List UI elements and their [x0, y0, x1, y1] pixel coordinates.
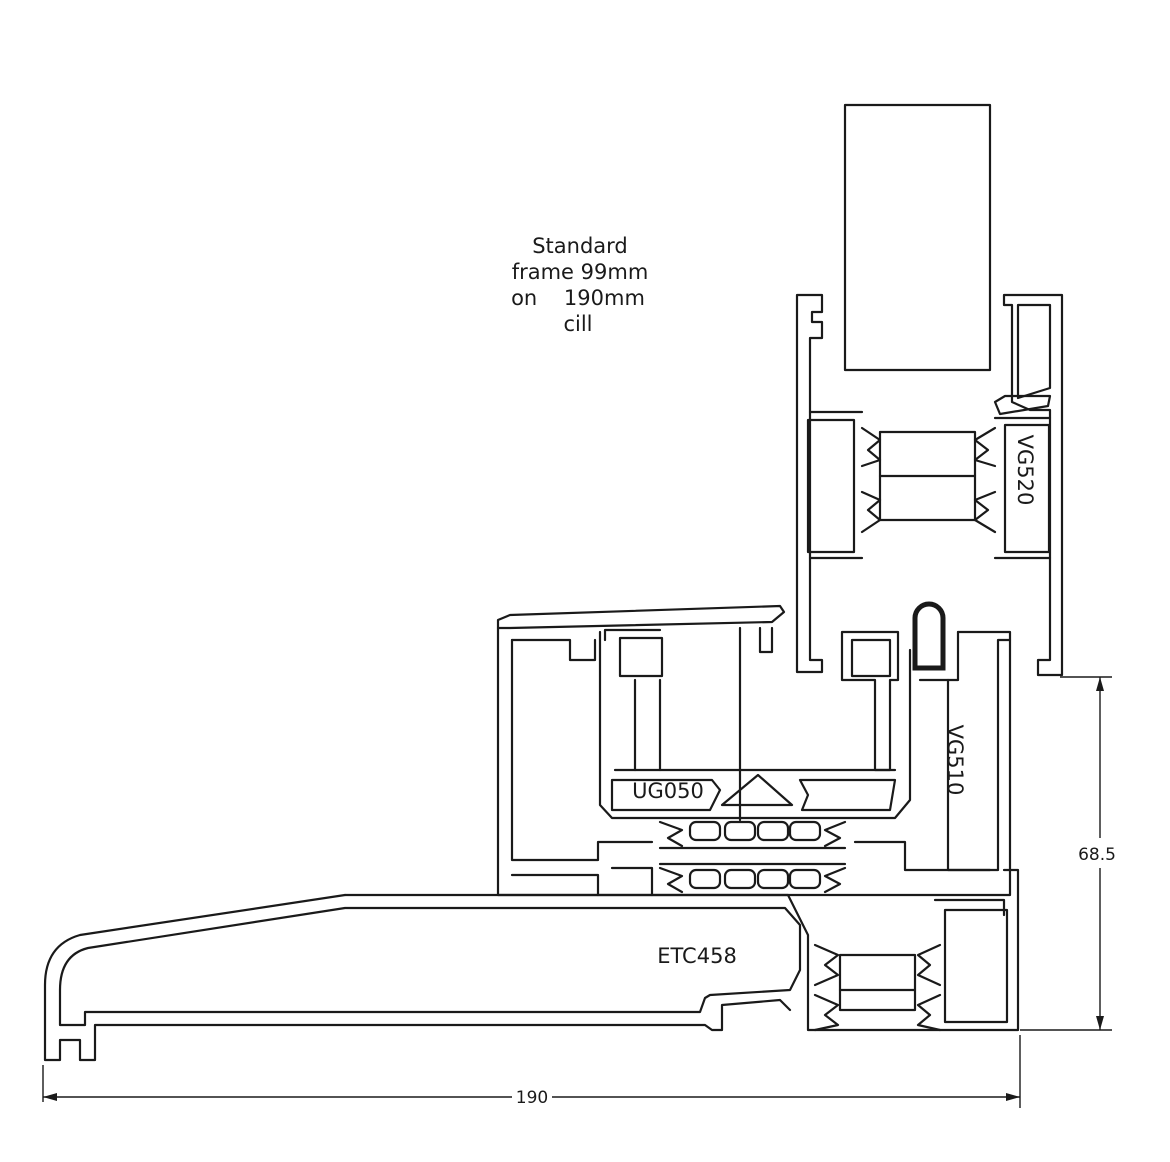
note-line-1: Standard — [532, 234, 628, 258]
height-dimension: 68.5 — [1020, 676, 1116, 1031]
frame-profile-label: VG510 — [943, 725, 967, 796]
note-line-2: frame 99mm — [512, 260, 649, 284]
width-dimension-label: 190 — [516, 1088, 548, 1108]
note-line-3: on 190mm — [511, 286, 645, 310]
cill-profile-etc458 — [43, 868, 1020, 1062]
height-dimension-label: 68.5 — [1078, 845, 1116, 865]
sash-profile-label: VG520 — [1013, 435, 1037, 506]
width-dimension: 190 — [42, 1035, 1021, 1108]
note-line-4: cill — [563, 312, 592, 336]
frame-note: Standard frame 99mm on 190mm cill — [511, 234, 648, 336]
frame-thermal-break — [658, 820, 847, 894]
glass-pane — [843, 103, 992, 372]
cill-profile-label: ETC458 — [657, 944, 737, 968]
bead-profile-label: UG050 — [632, 779, 704, 803]
frame-profile-vg510 — [496, 601, 1012, 897]
sash-profile-vg520 — [795, 293, 1064, 677]
